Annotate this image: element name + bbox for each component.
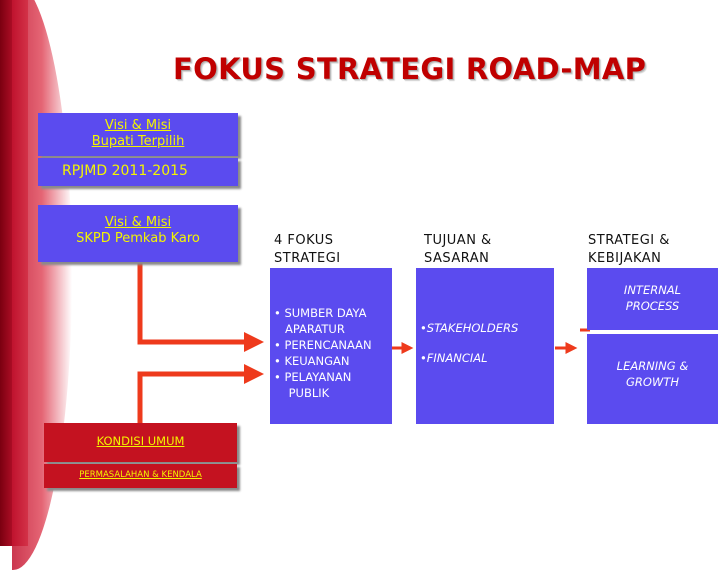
tujuan-heading-line2: SASARAN <box>424 251 490 266</box>
learning-growth-line2: GROWTH <box>626 375 679 389</box>
permasalahan-box: PERMASALAHAN & KENDALA <box>44 464 237 488</box>
slide-title: FOKUS STRATEGI ROAD-MAP <box>173 52 647 86</box>
list-item: • KEUANGAN <box>274 354 350 368</box>
tujuan-heading-line1: TUJUAN & <box>424 233 492 248</box>
strategi-heading: STRATEGI & KEBIJAKAN <box>588 232 670 268</box>
internal-process-box: INTERNAL PROCESS <box>587 268 718 330</box>
learning-growth-line1: LEARNING & <box>616 359 689 373</box>
list-item: • SUMBER DAYA <box>274 306 367 320</box>
tujuan-item-financial: •FINANCIAL <box>420 351 488 365</box>
fokus-list: • SUMBER DAYA APARATUR • PERENCANAAN • K… <box>274 305 392 401</box>
list-item: APARATUR <box>274 322 345 336</box>
visi-skpd-line1: Visi & Misi <box>104 215 172 230</box>
visi-bupati-box: Visi & Misi Bupati Terpilih <box>38 113 238 156</box>
list-item: • PELAYANAN <box>274 370 352 384</box>
visi-bupati-line1: Visi & Misi <box>104 118 172 133</box>
permasalahan-label: PERMASALAHAN & KENDALA <box>79 470 202 480</box>
fokus-heading-line1: 4 FOKUS <box>274 233 334 248</box>
connector-arrows <box>137 262 590 424</box>
rpjmd-label: RPJMD 2011-2015 <box>62 163 188 179</box>
arrow-kondisi-to-fokus <box>137 364 264 424</box>
arrow-skpd-to-fokus <box>137 262 264 352</box>
visi-skpd-line2: SKPD Pemkab Karo <box>76 231 200 246</box>
learning-growth-box: LEARNING & GROWTH <box>587 334 718 424</box>
internal-process-line1: INTERNAL <box>623 283 682 297</box>
list-item: • PERENCANAAN <box>274 338 372 352</box>
strategi-heading-line1: STRATEGI & <box>588 233 670 248</box>
rpjmd-box: RPJMD 2011-2015 <box>38 158 238 186</box>
internal-process-line2: PROCESS <box>625 299 680 313</box>
kondisi-umum-label: KONDISI UMUM <box>96 434 185 448</box>
visi-skpd-box: Visi & Misi SKPD Pemkab Karo <box>38 205 238 262</box>
fokus-box: • SUMBER DAYA APARATUR • PERENCANAAN • K… <box>270 268 392 424</box>
fokus-heading: 4 FOKUS STRATEGI <box>274 232 341 268</box>
visi-bupati-line2: Bupati Terpilih <box>91 134 185 149</box>
tujuan-item-stakeholders: •STAKEHOLDERS <box>420 321 519 335</box>
kondisi-umum-box: KONDISI UMUM <box>44 423 237 462</box>
tujuan-box: •STAKEHOLDERS •FINANCIAL <box>416 268 554 424</box>
strategi-heading-line2: KEBIJAKAN <box>588 251 662 266</box>
list-item: PUBLIK <box>274 386 330 400</box>
tujuan-heading: TUJUAN & SASARAN <box>424 232 492 268</box>
fokus-heading-line2: STRATEGI <box>274 251 341 266</box>
